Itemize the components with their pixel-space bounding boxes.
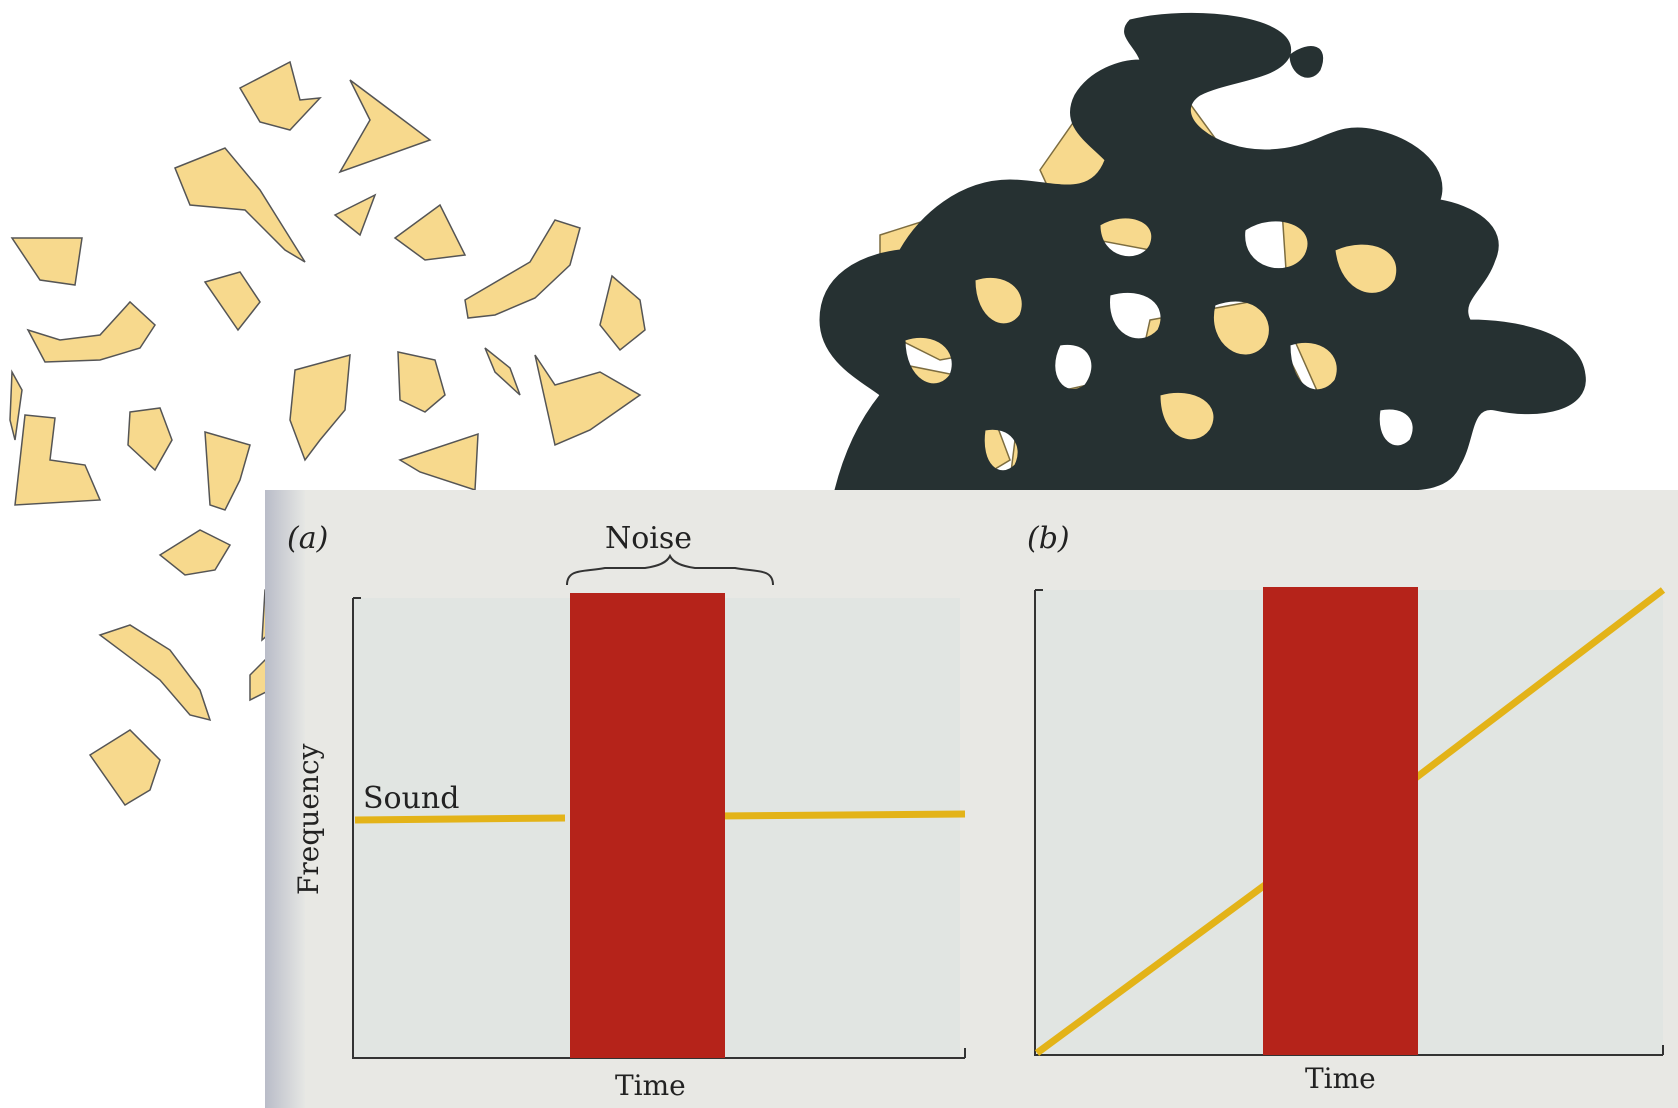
x-axis-label-a: Time: [615, 1069, 686, 1102]
sound-label: Sound: [363, 781, 459, 816]
noise-label: Noise: [605, 521, 692, 556]
axes-a: [352, 598, 965, 1059]
noise-brace: [566, 553, 774, 586]
sound-line-right: [714, 810, 966, 820]
y-axis-label-a: Frequency: [292, 743, 325, 895]
noise-band-a: [570, 593, 725, 1058]
sound-line-b-left: [1034, 882, 1268, 1056]
sound-line-left: [354, 814, 566, 824]
noise-band-b: [1263, 587, 1418, 1055]
page-shadow: [265, 490, 305, 1108]
panels-svg: (a) Noise Sound Frequency Time (b) Time: [287, 521, 1666, 1102]
panel-b: (b) Time: [1027, 521, 1666, 1095]
occluder-blob: [819, 12, 1586, 491]
axes-b: [1034, 590, 1663, 1056]
panel-a-label: (a): [287, 521, 328, 556]
sound-line-b-right: [1410, 587, 1666, 783]
panel-b-label: (b): [1027, 521, 1070, 556]
panel-a: (a) Noise Sound Frequency Time: [287, 521, 966, 1102]
auditory-continuity-figure: (a) Noise Sound Frequency Time (b) Time: [265, 490, 1678, 1108]
x-axis-label-b: Time: [1305, 1062, 1376, 1095]
scattered-fragments: [9, 60, 646, 807]
